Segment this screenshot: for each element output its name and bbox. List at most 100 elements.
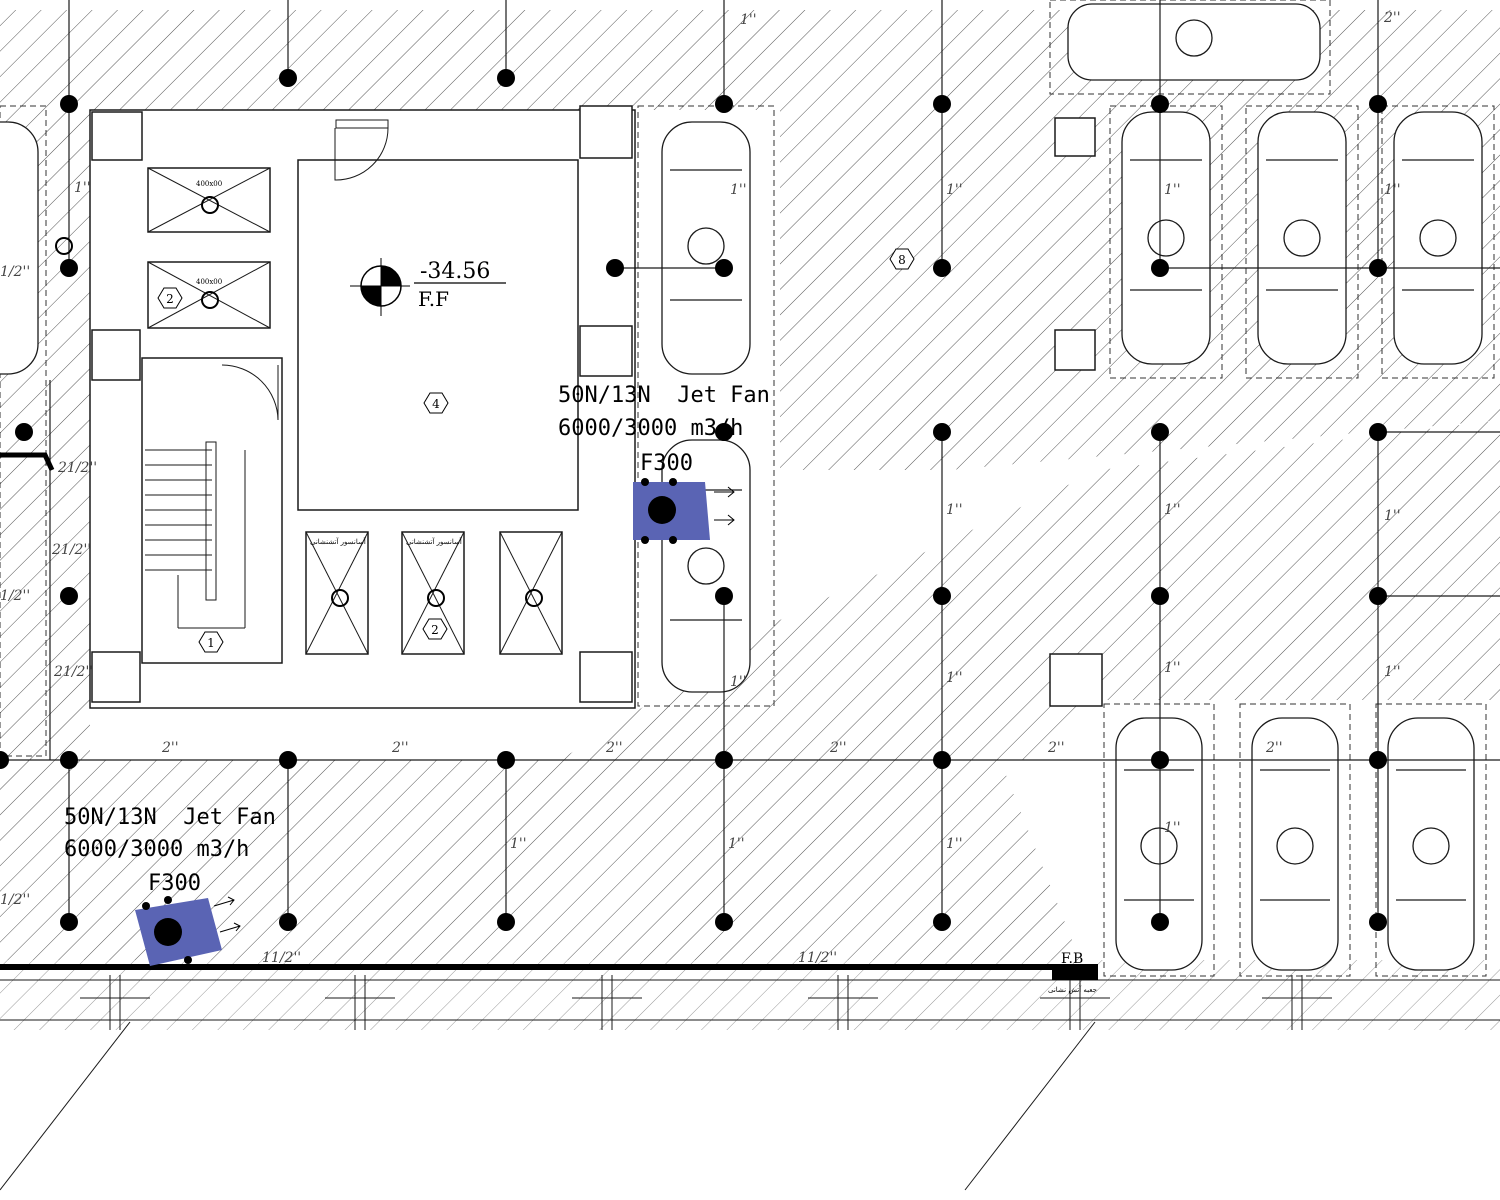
jet-fan-upper: 50N/13N Jet Fan 6000/3000 m3/h F300 (558, 383, 770, 544)
pipe-size: 21/2'' (53, 664, 93, 680)
sprinkler-head (0, 751, 9, 769)
sprinkler-head (1369, 95, 1387, 113)
sprinkler-head (606, 259, 624, 277)
ext-column-2 (1054, 329, 1096, 371)
sprinkler-heads (0, 69, 1387, 931)
pipe-size: 1'' (1164, 502, 1181, 518)
door-swing-stair (221, 364, 279, 421)
sprinkler-head (933, 913, 951, 931)
sprinkler-head (1369, 913, 1387, 931)
car-stall-top (1067, 3, 1321, 81)
pipe-size: 1/2'' (0, 264, 30, 280)
ext-column-3 (1049, 653, 1103, 707)
car-stall-b1 (1121, 111, 1211, 365)
door-label: 400x00 (196, 180, 222, 188)
level-code: F.F (418, 287, 449, 311)
shaft-labels: 400x00 400x00 آسانسور آتشنشانی آسانسور آ… (196, 180, 463, 546)
door-swing-lobby (334, 127, 389, 181)
lobby-room (297, 159, 579, 511)
elevator-label: آسانسور آتشنشانی (310, 536, 367, 546)
pipe-size: 1'' (730, 674, 747, 690)
car-stall-b3 (1393, 111, 1483, 365)
sprinkler-head (1369, 259, 1387, 277)
level-value: -34.56 (420, 259, 490, 284)
fire-box-caption: جعبه آتش نشانی (1048, 984, 1097, 994)
pipe-size: 2'' (605, 740, 623, 756)
fan-rating: F300 (148, 871, 201, 896)
fan-model: 50N/13N Jet Fan (64, 805, 276, 830)
sprinkler-head (60, 587, 78, 605)
lobby-door-frame (335, 119, 389, 129)
sprinkler-head (933, 587, 951, 605)
pipe-size: 11/2'' (798, 950, 837, 966)
pipe-size: 2'' (161, 740, 179, 756)
sprinkler-head (933, 423, 951, 441)
sprinkler-head (715, 587, 733, 605)
pipe-size: 1/2'' (0, 588, 30, 604)
elevator-label: آسانسور آتشنشانی (406, 536, 463, 546)
fan-rating: F300 (640, 451, 693, 476)
sprinkler-head (715, 259, 733, 277)
pipe-size: 2'' (829, 740, 847, 756)
pipe-network (0, 0, 1500, 922)
column-f (579, 651, 633, 703)
fan-flow: 6000/3000 m3/h (64, 837, 249, 862)
pipe-size: 1'' (1164, 660, 1181, 676)
pipe-size: 1'' (1164, 182, 1181, 198)
column-b (579, 105, 633, 159)
sprinkler-head (933, 751, 951, 769)
hatch-zone-bottom (0, 760, 1080, 960)
pipe-size: 1'' (74, 180, 91, 196)
sprinkler-head (60, 913, 78, 931)
stair-treads (145, 441, 246, 629)
fixture-tag: 1 (207, 636, 215, 650)
sprinkler-head (497, 751, 515, 769)
sprinkler-head (15, 423, 33, 441)
fixture-tag: 2 (431, 623, 439, 637)
fixture-tag: 8 (898, 253, 906, 267)
car-stall-left (0, 121, 39, 375)
pipe-size: 1'' (730, 182, 747, 198)
sprinkler-head (497, 69, 515, 87)
sprinkler-head (1151, 423, 1169, 441)
level-marker: -34.56 F.F (350, 258, 506, 316)
hatch-zone-middle (560, 420, 1500, 760)
fixture-tag: 4 (432, 397, 440, 411)
column-e (91, 651, 141, 703)
pipe-size: 1'' (946, 836, 963, 852)
fixture-tag: 2 (166, 292, 174, 306)
sprinkler-head (715, 751, 733, 769)
pipe-size: 21/2'' (57, 460, 97, 476)
parked-cars (0, 3, 1483, 971)
sprinkler-head (279, 913, 297, 931)
sprinkler-head (497, 913, 515, 931)
fan-model: 50N/13N Jet Fan (558, 383, 770, 408)
fixture-tags: 1 2 2 4 8 (157, 248, 915, 653)
sprinkler-head (279, 751, 297, 769)
sprinkler-head (60, 259, 78, 277)
car-stall-c1 (1115, 717, 1203, 971)
ext-column-1 (1054, 117, 1096, 157)
sprinkler-head (715, 95, 733, 113)
fire-box: F.B جعبه آتش نشانی (1048, 951, 1098, 994)
car-stall-c2 (1251, 717, 1339, 971)
sprinkler-head (1151, 913, 1169, 931)
base-structure (0, 975, 1500, 1191)
pipe-size: 1'' (740, 12, 757, 28)
supply-riser (0, 452, 55, 472)
column-a (91, 111, 143, 161)
car-stall-a1 (661, 121, 751, 375)
pipe-size-labels: 11/2'' 11/2'' 2'' 2'' 2'' 2'' 2'' 2'' 2'… (0, 10, 1401, 966)
sprinkler-head (715, 913, 733, 931)
sprinkler-head (1151, 95, 1169, 113)
car-stall-c3 (1387, 717, 1475, 971)
column-d (579, 325, 633, 377)
sprinkler-head (715, 423, 733, 441)
sprinkler-head (1151, 587, 1169, 605)
sprinkler-head (1151, 751, 1169, 769)
pipe-size: 1'' (946, 182, 963, 198)
pipe-size: 1'' (1384, 182, 1401, 198)
pipe-size: 2'' (1047, 740, 1065, 756)
column-c (91, 329, 141, 381)
